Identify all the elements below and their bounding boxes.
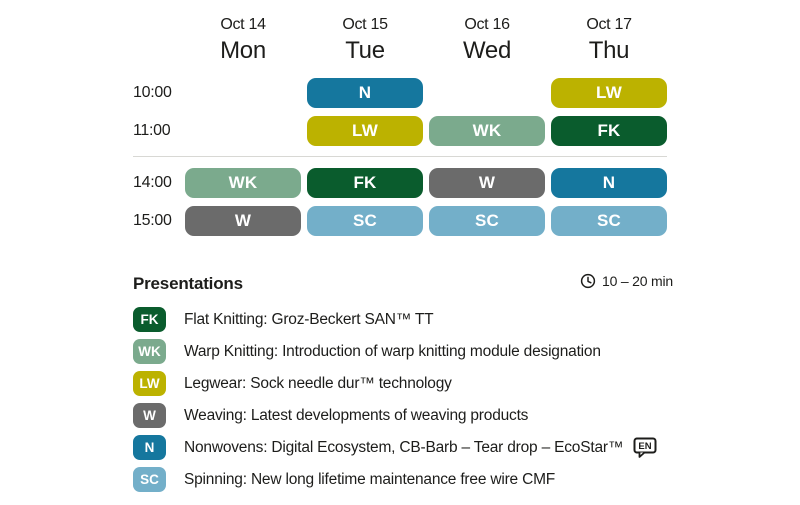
legend-item-label: Weaving: Latest developments of weaving … — [184, 406, 529, 424]
legend-item-label: Warp Knitting: Introduction of warp knit… — [184, 342, 601, 360]
legend-item-lw: LW Legwear: Sock needle dur™ technology — [133, 371, 658, 396]
session-badge: W — [429, 168, 545, 198]
legend-code-badge: W — [133, 403, 166, 428]
schedule-cell: FK — [551, 116, 667, 146]
session-badge: W — [185, 206, 301, 236]
time-label: 15:00 — [133, 212, 172, 229]
date-label: Oct 15 — [342, 16, 388, 33]
day-label: Thu — [588, 37, 630, 64]
svg-text:EN: EN — [639, 441, 652, 452]
session-badge: LW — [551, 78, 667, 108]
legend-item-label: Flat Knitting: Groz-Beckert SAN™ TT — [184, 310, 434, 328]
legend-code-badge: SC — [133, 467, 166, 492]
legend-item-wk: WK Warp Knitting: Introduction of warp k… — [133, 339, 658, 364]
legend-list: FK Flat Knitting: Groz-Beckert SAN™ TT W… — [133, 307, 658, 499]
schedule-row-1000: 10:00 N LW — [133, 78, 667, 108]
session-badge: SC — [551, 206, 667, 236]
schedule-cell — [429, 78, 545, 108]
schedule-row-1100: 11:00 LW WK FK — [133, 116, 667, 146]
schedule-cell: SC — [429, 206, 545, 236]
date-label: Oct 14 — [220, 16, 266, 33]
schedule-header: Oct 14 Mon Oct 15 Tue Oct 16 Wed Oct 17 … — [133, 14, 667, 66]
time-group-divider — [133, 156, 667, 157]
session-badge: FK — [307, 168, 423, 198]
schedule-grid: Oct 14 Mon Oct 15 Tue Oct 16 Wed Oct 17 … — [133, 14, 667, 236]
time-label: 11:00 — [133, 122, 171, 139]
schedule-cell: W — [185, 206, 301, 236]
legend-item-label: Spinning: New long lifetime maintenance … — [184, 470, 556, 488]
schedule-cell: SC — [551, 206, 667, 236]
duration-label: 10 – 20 min — [602, 273, 673, 289]
schedule-cell: WK — [429, 116, 545, 146]
session-badge: N — [307, 78, 423, 108]
schedule-cell: W — [429, 168, 545, 198]
schedule-cell: WK — [185, 168, 301, 198]
time-label: 10:00 — [133, 84, 172, 101]
language-en-icon: EN — [633, 437, 658, 458]
session-badge: WK — [185, 168, 301, 198]
legend-item-fk: FK Flat Knitting: Groz-Beckert SAN™ TT — [133, 307, 658, 332]
day-label: Mon — [220, 37, 266, 64]
schedule-cell: FK — [307, 168, 423, 198]
legend-item-sc: SC Spinning: New long lifetime maintenan… — [133, 467, 658, 492]
date-label: Oct 16 — [464, 16, 510, 33]
day-header-mon: Oct 14 Mon — [185, 14, 301, 66]
time-label: 14:00 — [133, 174, 172, 191]
legend-item-label: Nonwovens: Digital Ecosystem, CB-Barb – … — [184, 438, 624, 456]
schedule-cell — [185, 116, 301, 146]
duration-info: 10 – 20 min — [580, 273, 673, 289]
session-badge: FK — [551, 116, 667, 146]
legend-code-badge: FK — [133, 307, 166, 332]
schedule-cell — [185, 78, 301, 108]
legend-item-label: Legwear: Sock needle dur™ technology — [184, 374, 452, 392]
clock-icon — [580, 273, 596, 289]
legend-code-badge: WK — [133, 339, 166, 364]
date-label: Oct 17 — [586, 16, 632, 33]
legend-item-w: W Weaving: Latest developments of weavin… — [133, 403, 658, 428]
schedule-cell: N — [307, 78, 423, 108]
session-badge: SC — [307, 206, 423, 236]
legend-code-badge: N — [133, 435, 166, 460]
schedule-row-1500: 15:00 W SC SC SC — [133, 206, 667, 236]
session-badge: WK — [429, 116, 545, 146]
schedule-cell: LW — [551, 78, 667, 108]
session-badge: SC — [429, 206, 545, 236]
day-label: Tue — [345, 37, 385, 64]
legend-item-n: N Nonwovens: Digital Ecosystem, CB-Barb … — [133, 435, 658, 460]
session-badge: LW — [307, 116, 423, 146]
header-spacer — [133, 14, 179, 66]
legend-heading: Presentations — [133, 274, 243, 293]
day-header-wed: Oct 16 Wed — [429, 14, 545, 66]
schedule-cell: N — [551, 168, 667, 198]
schedule-cell: SC — [307, 206, 423, 236]
day-header-thu: Oct 17 Thu — [551, 14, 667, 66]
schedule-cell: LW — [307, 116, 423, 146]
session-badge: N — [551, 168, 667, 198]
legend-code-badge: LW — [133, 371, 166, 396]
schedule-row-1400: 14:00 WK FK W N — [133, 168, 667, 198]
day-header-tue: Oct 15 Tue — [307, 14, 423, 66]
day-label: Wed — [462, 37, 511, 64]
